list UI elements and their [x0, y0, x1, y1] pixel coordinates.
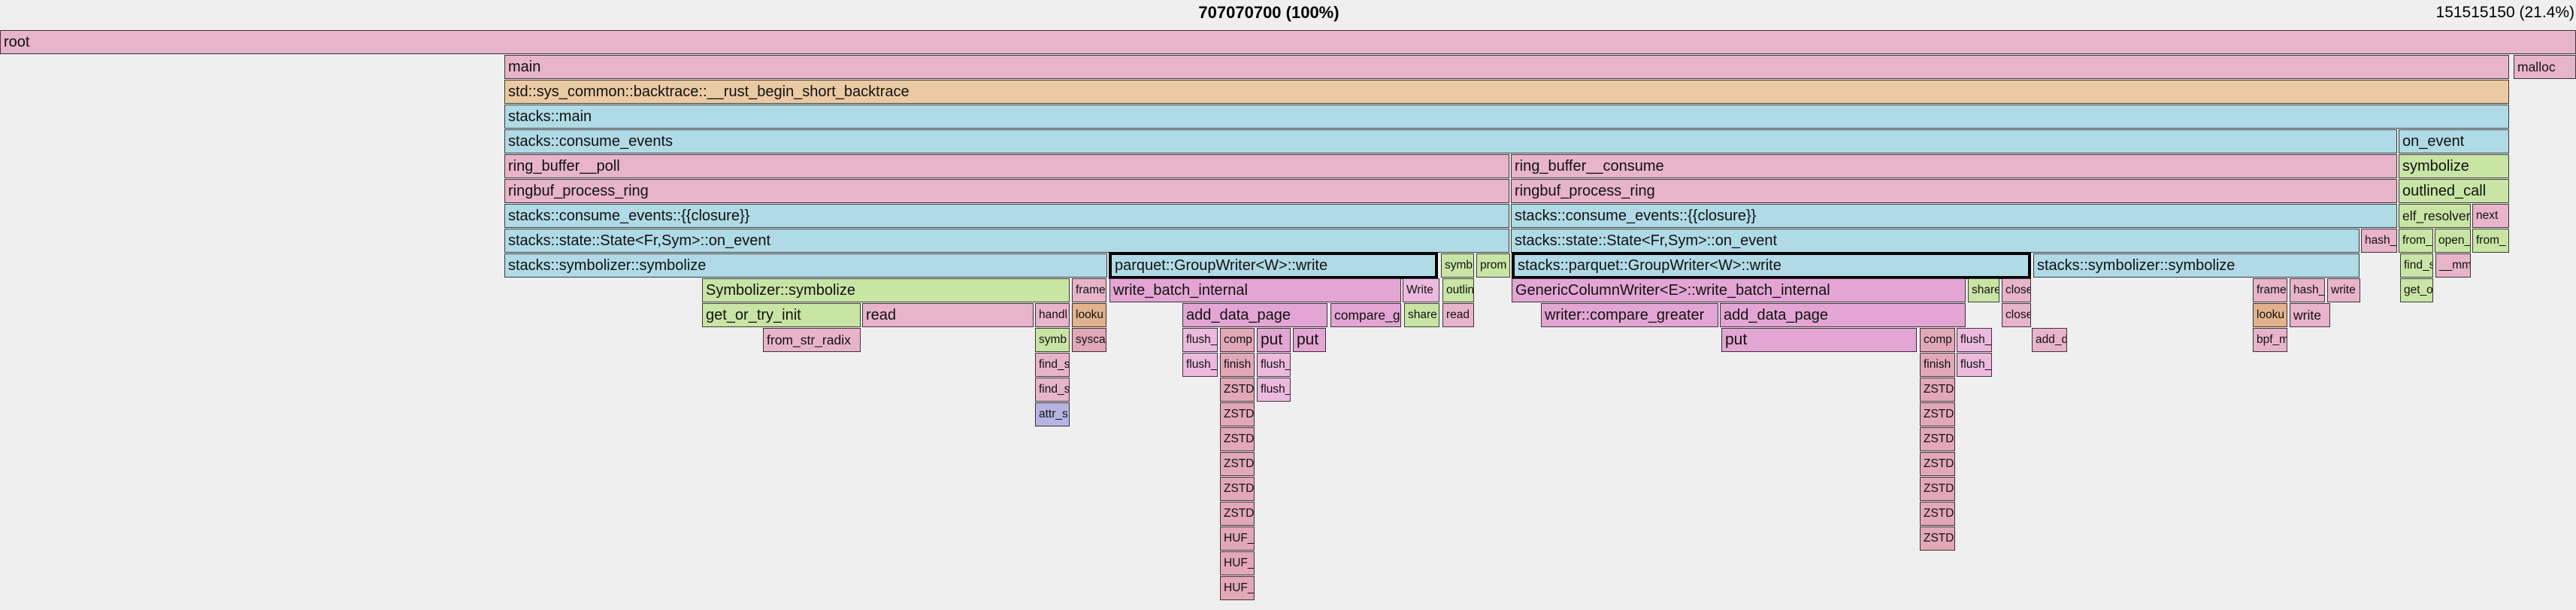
frame-box[interactable]: share: [1968, 278, 1999, 302]
frame-box[interactable]: find_s: [1035, 353, 1070, 377]
frame-box[interactable]: put: [1293, 328, 1326, 352]
frame-box[interactable]: root: [0, 30, 2576, 54]
frame-box[interactable]: ringbuf_process_ring: [504, 179, 1509, 203]
frame-box[interactable]: stacks::symbolizer::symbolize: [504, 253, 1107, 278]
frame-box[interactable]: from_: [2399, 229, 2433, 253]
frame-box[interactable]: looku: [1072, 303, 1106, 327]
frame-box[interactable]: ZSTD: [1220, 502, 1255, 526]
frame-box[interactable]: ZSTD: [1920, 452, 1955, 476]
frame-box[interactable]: elf_resolver: [2399, 204, 2471, 228]
flamegraph-total-label: 707070700 (100%): [1198, 3, 1339, 22]
frame-box[interactable]: stacks::symbolizer::symbolize: [2033, 253, 2360, 278]
frame-box[interactable]: ZSTD: [1220, 477, 1255, 501]
frame-box[interactable]: symb: [1035, 328, 1070, 352]
frame-box[interactable]: frame: [2253, 278, 2287, 302]
frame-box[interactable]: Symbolizer::symbolize: [702, 278, 1070, 302]
frame-box[interactable]: get_or_try_init: [702, 303, 861, 327]
frame-box[interactable]: ZSTD: [1220, 402, 1255, 426]
flamegraph-match-label: 151515150 (21.4%): [2435, 4, 2574, 21]
frame-box[interactable]: open_: [2435, 229, 2471, 253]
frame-box[interactable]: hash_: [2290, 278, 2325, 302]
frame-box[interactable]: get_o: [2400, 278, 2433, 302]
frame-box[interactable]: stacks::consume_events::{{closure}}: [504, 204, 1509, 228]
frame-box[interactable]: ZSTD: [1920, 527, 1955, 551]
frame-box[interactable]: stacks::main: [504, 105, 2509, 129]
frame-box[interactable]: symb: [1441, 253, 1474, 278]
frame-box[interactable]: ZSTD: [1220, 452, 1255, 476]
frame-box[interactable]: from_: [2472, 229, 2509, 253]
frame-box[interactable]: ZSTD: [1220, 427, 1255, 451]
frame-box[interactable]: outlin: [1442, 278, 1474, 302]
frame-box[interactable]: outlined_call: [2399, 179, 2509, 203]
frame-box[interactable]: flush_: [1257, 378, 1291, 402]
frame-box[interactable]: GenericColumnWriter<E>::write_batch_inte…: [1512, 278, 1966, 302]
frame-box[interactable]: stacks::state::State<Fr,Sym>::on_event: [504, 229, 1509, 253]
frame-box[interactable]: add_data_page: [1720, 303, 1966, 327]
frame-box[interactable]: next: [2472, 204, 2509, 228]
frame-box[interactable]: sysca: [1072, 328, 1106, 352]
frame-box[interactable]: flush_: [1257, 353, 1291, 377]
frame-box[interactable]: find_s: [2400, 253, 2433, 278]
frame-box[interactable]: share: [1404, 303, 1439, 327]
frame-box[interactable]: add_d: [2032, 328, 2067, 352]
frame-box[interactable]: stacks::consume_events::{{closure}}: [1511, 204, 2397, 228]
frame-box[interactable]: put: [1721, 328, 1917, 352]
frame-box[interactable]: ZSTD: [1920, 502, 1955, 526]
frame-box[interactable]: comp: [1220, 328, 1255, 352]
frame-box[interactable]: hash_: [2361, 229, 2397, 253]
frame-box[interactable]: read: [1442, 303, 1474, 327]
frame-box[interactable]: flush_: [1182, 328, 1218, 352]
frame-box[interactable]: write: [2290, 303, 2330, 327]
selected-frame-box[interactable]: parquet::GroupWriter<W>::write: [1109, 252, 1438, 279]
frame-box[interactable]: HUF_: [1220, 551, 1255, 575]
frame-box[interactable]: ZSTD: [1220, 378, 1255, 402]
frame-box[interactable]: compare_gr: [1330, 303, 1401, 327]
frame-box[interactable]: find_s: [1035, 378, 1070, 402]
frame-box[interactable]: finish: [1220, 353, 1255, 377]
frame-box[interactable]: comp: [1920, 328, 1955, 352]
frame-box[interactable]: ZSTD: [1920, 427, 1955, 451]
selected-frame-box[interactable]: stacks::parquet::GroupWriter<W>::write: [1512, 252, 2031, 279]
frame-box[interactable]: stacks::state::State<Fr,Sym>::on_event: [1511, 229, 2360, 253]
frame-box[interactable]: stacks::consume_events: [504, 129, 2397, 153]
frame-box[interactable]: main: [504, 55, 2509, 79]
frame-box[interactable]: writer::compare_greater: [1541, 303, 1718, 327]
frame-box[interactable]: flush_: [1957, 353, 1992, 377]
frame-box[interactable]: prom: [1476, 253, 1510, 278]
frame-box[interactable]: ZSTD: [1920, 477, 1955, 501]
frame-box[interactable]: from_str_radix: [763, 328, 861, 352]
frame-box[interactable]: put: [1257, 328, 1291, 352]
frame-box[interactable]: on_event: [2399, 129, 2509, 153]
frame-box[interactable]: malloc: [2514, 55, 2576, 79]
frame-box[interactable]: flush_: [1957, 328, 1992, 352]
frame-box[interactable]: close: [2002, 278, 2031, 302]
frame-box[interactable]: read: [862, 303, 1034, 327]
frame-box[interactable]: finish: [1920, 353, 1955, 377]
frame-box[interactable]: ring_buffer__consume: [1511, 154, 2397, 178]
frame-box[interactable]: ring_buffer__poll: [504, 154, 1509, 178]
frame-box[interactable]: symbolize: [2399, 154, 2509, 178]
frame-box[interactable]: ZSTD: [1920, 402, 1955, 426]
frame-box[interactable]: frame: [1072, 278, 1106, 302]
frame-box[interactable]: flush_: [1182, 353, 1218, 377]
frame-box[interactable]: __mm: [2435, 253, 2471, 278]
frame-box[interactable]: looku: [2253, 303, 2287, 327]
frame-box[interactable]: attr_s: [1035, 402, 1070, 426]
frame-box[interactable]: HUF_: [1220, 527, 1255, 551]
frame-box[interactable]: std::sys_common::backtrace::__rust_begin…: [504, 80, 2509, 104]
frame-box[interactable]: ringbuf_process_ring: [1511, 179, 2397, 203]
frame-box[interactable]: write_batch_internal: [1109, 278, 1401, 302]
frame-box[interactable]: bpf_m: [2253, 328, 2287, 352]
frame-box[interactable]: add_data_page: [1182, 303, 1327, 327]
frame-box[interactable]: write: [2327, 278, 2360, 302]
frame-box[interactable]: Write: [1403, 278, 1439, 302]
frame-box[interactable]: HUF_: [1220, 576, 1255, 600]
frame-box[interactable]: handl: [1035, 303, 1070, 327]
frame-box[interactable]: close: [2002, 303, 2031, 327]
frame-box[interactable]: ZSTD: [1920, 378, 1955, 402]
